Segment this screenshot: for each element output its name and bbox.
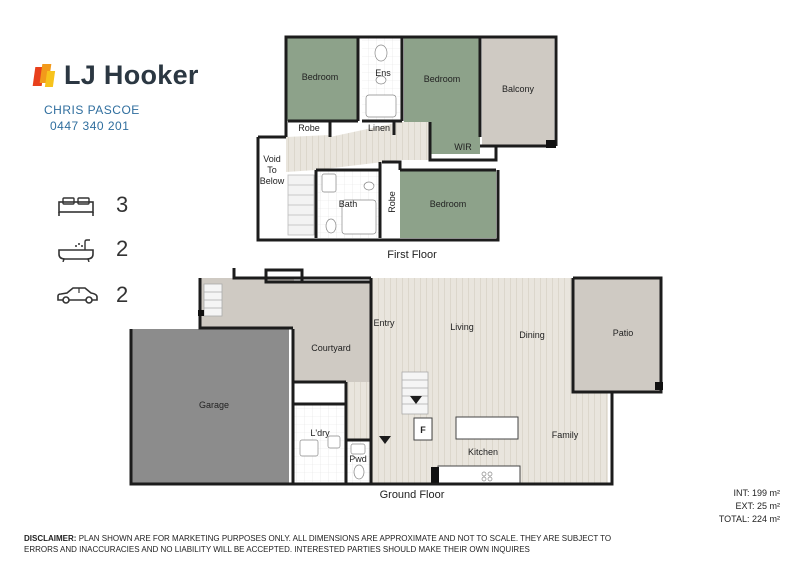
- label-ens: Ens: [375, 68, 391, 78]
- label-void-1: Void: [263, 154, 281, 164]
- ground-floor-plan: [129, 268, 663, 486]
- label-ldry: L'dry: [310, 428, 330, 438]
- parking-count: 2: [116, 282, 129, 307]
- label-dining: Dining: [519, 330, 545, 340]
- ground-floor-walls: [129, 268, 663, 486]
- label-wir: WIR: [454, 142, 472, 152]
- label-fridge: F: [420, 425, 426, 435]
- family-area-extension: [573, 392, 608, 484]
- label-living: Living: [450, 322, 474, 332]
- agent-phone: 0447 340 201: [50, 119, 130, 133]
- first-floor-plan: [256, 35, 558, 242]
- stair-arrows: [379, 396, 422, 444]
- first-floor-walls: [256, 35, 558, 242]
- floor-titles: First Floor Ground Floor: [380, 249, 445, 501]
- car-icon: [57, 287, 98, 304]
- room-labels: Bedroom Ens Bedroom Balcony Robe Linen W…: [199, 68, 633, 464]
- external-area: EXT: 25 m²: [735, 501, 780, 511]
- label-robe1: Robe: [298, 123, 320, 133]
- bedroom2-room: [404, 37, 480, 137]
- label-bath: Bath: [339, 199, 358, 209]
- robe1-room: [288, 121, 328, 135]
- first-floor-fixtures: [321, 44, 397, 235]
- label-garage: Garage: [199, 400, 229, 410]
- wir-room: [430, 122, 480, 154]
- label-robe2: Robe: [387, 191, 397, 213]
- total-area: TOTAL: 224 m²: [718, 514, 780, 524]
- internal-area: INT: 199 m²: [733, 488, 780, 498]
- label-bedroom1: Bedroom: [302, 72, 339, 82]
- agent-name: CHRIS PASCOE: [44, 103, 140, 117]
- void-area: [258, 137, 286, 238]
- label-linen: Linen: [368, 123, 390, 133]
- label-balcony: Balcony: [502, 84, 535, 94]
- label-courtyard: Courtyard: [311, 343, 351, 353]
- robe2-room: [383, 162, 399, 238]
- first-floor-title: First Floor: [387, 249, 437, 261]
- disclaimer: DISCLAIMER: PLAN SHOWN ARE FOR MARKETING…: [24, 533, 624, 555]
- bathrooms-count: 2: [116, 236, 129, 261]
- courtyard-area: [293, 282, 371, 382]
- fridge-space: [413, 417, 433, 441]
- disclaimer-label: DISCLAIMER:: [24, 534, 77, 543]
- garage-area: [131, 329, 289, 484]
- label-entry: Entry: [373, 318, 395, 328]
- label-bedroom3: Bedroom: [430, 199, 467, 209]
- bedrooms-feature: 3: [55, 192, 128, 218]
- bed-icon: [58, 197, 94, 216]
- brand-name: LJ Hooker: [64, 60, 199, 90]
- label-family: Family: [552, 430, 579, 440]
- label-pwd: Pwd: [349, 454, 367, 464]
- label-void-3: Below: [260, 176, 285, 186]
- bedroom3-room: [400, 170, 496, 238]
- bath-icon: [58, 239, 94, 262]
- lj-hooker-logo: LJ Hooker: [32, 60, 199, 91]
- label-patio: Patio: [613, 328, 634, 338]
- label-bedroom2: Bedroom: [424, 74, 461, 84]
- ground-floor-stairs: [203, 283, 429, 415]
- balcony-area: [482, 38, 554, 146]
- kitchen-benches: [413, 416, 521, 485]
- bathrooms-feature: 2: [55, 236, 128, 262]
- label-void-2: To: [267, 165, 277, 175]
- first-floor-stairs: [287, 174, 315, 236]
- patio-area: [573, 278, 661, 392]
- bedrooms-count: 3: [116, 192, 129, 217]
- disclaimer-text: PLAN SHOWN ARE FOR MARKETING PURPOSES ON…: [24, 534, 612, 554]
- parking-feature: 2: [55, 282, 128, 308]
- ground-floor-fixtures: [299, 435, 493, 482]
- bedroom1-room: [286, 37, 358, 121]
- ground-floor-title: Ground Floor: [380, 489, 445, 501]
- label-kitchen: Kitchen: [468, 447, 498, 457]
